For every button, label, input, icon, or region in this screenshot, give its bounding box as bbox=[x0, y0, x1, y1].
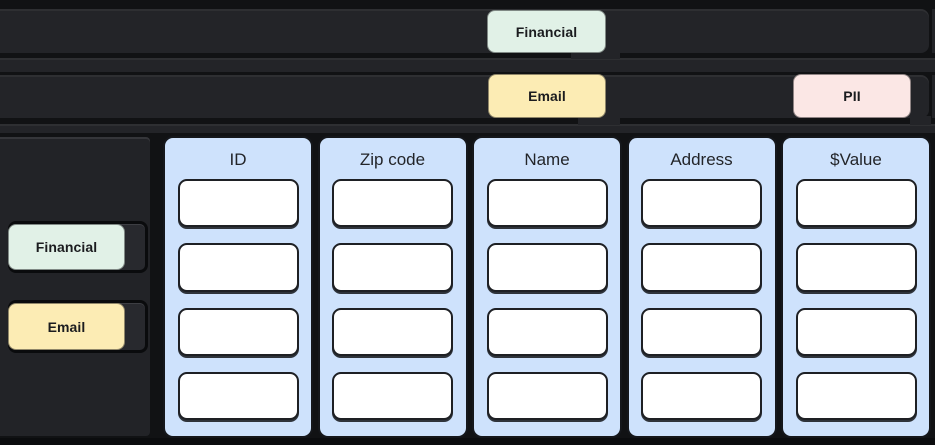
column-header-zip-code: Zip code bbox=[359, 149, 426, 169]
financial-tag-top[interactable]: Financial bbox=[487, 10, 606, 53]
stub-below-pii-chip bbox=[910, 116, 931, 125]
table-cell bbox=[332, 371, 453, 421]
table-column-value: $Value bbox=[781, 136, 931, 438]
dark-lane-2 bbox=[0, 75, 929, 118]
table-cell bbox=[486, 243, 608, 292]
dark-lane-1 bbox=[0, 9, 929, 53]
table-cell bbox=[177, 371, 299, 421]
lane-2-edge-sliver bbox=[932, 75, 935, 118]
data-table: ID Zip code Name Address bbox=[163, 136, 931, 438]
table-cell bbox=[641, 179, 762, 228]
table-cell bbox=[486, 371, 608, 421]
table-column-address: Address bbox=[626, 136, 777, 438]
lane-1-edge-sliver bbox=[932, 9, 935, 53]
table-cell bbox=[332, 307, 453, 356]
financial-tag-left[interactable]: Financial bbox=[8, 224, 125, 270]
email-tag-left[interactable]: Email bbox=[8, 303, 125, 350]
column-header-name: Name bbox=[524, 149, 570, 169]
table-cell bbox=[795, 307, 917, 356]
email-tag-top[interactable]: Email bbox=[488, 74, 606, 118]
table-cell bbox=[641, 307, 762, 356]
table-column-name: Name bbox=[472, 136, 622, 438]
pii-tag-top[interactable]: PII bbox=[793, 74, 911, 118]
table-cell bbox=[795, 179, 917, 228]
table-cell bbox=[177, 307, 299, 356]
column-header-value: $Value bbox=[830, 149, 882, 169]
table-cell bbox=[641, 371, 762, 421]
table-cell bbox=[486, 179, 608, 228]
table-cell bbox=[332, 179, 453, 228]
bottom-edge-strip bbox=[0, 438, 935, 445]
stub-below-email-chip bbox=[578, 116, 620, 125]
column-header-address: Address bbox=[670, 149, 733, 169]
table-cell bbox=[795, 243, 917, 292]
column-header-id: ID bbox=[229, 149, 247, 169]
table-cell bbox=[177, 243, 299, 292]
dark-lane-thin-2 bbox=[0, 124, 935, 133]
table-column-id: ID bbox=[163, 136, 313, 438]
dark-lane-thin-1 bbox=[0, 58, 935, 72]
table-cell bbox=[177, 179, 299, 228]
left-legend-panel bbox=[0, 137, 150, 436]
table-cell bbox=[795, 371, 917, 421]
table-column-zip-code: Zip code bbox=[317, 136, 468, 438]
table-cell bbox=[332, 243, 453, 292]
table-cell bbox=[641, 243, 762, 292]
stub-below-financial-chip bbox=[571, 51, 620, 59]
table-cell bbox=[486, 307, 608, 356]
